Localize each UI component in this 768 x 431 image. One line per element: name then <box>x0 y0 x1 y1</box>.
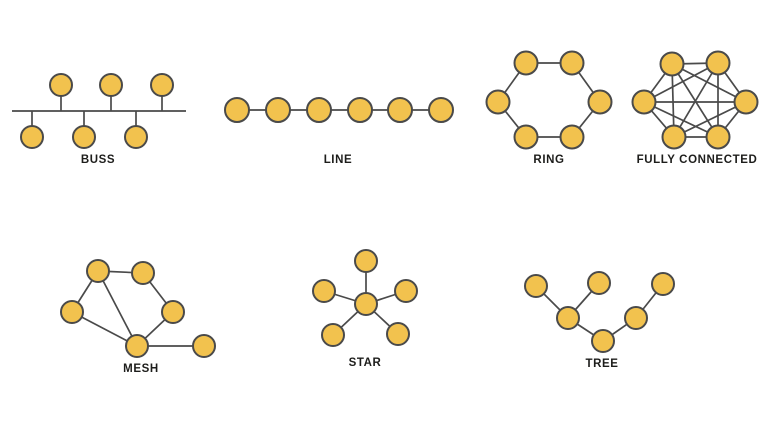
topology-label: LINE <box>324 154 353 166</box>
network-node <box>659 51 685 77</box>
network-node <box>60 300 84 324</box>
network-node <box>161 300 185 324</box>
network-node <box>386 322 410 346</box>
edge-line <box>71 311 138 347</box>
network-node <box>354 249 378 273</box>
topology-label: STAR <box>349 357 382 369</box>
network-node <box>49 73 73 97</box>
network-node <box>72 125 96 149</box>
network-node <box>394 279 418 303</box>
network-node <box>556 306 580 330</box>
topology-label: FULLY CONNECTED <box>637 154 758 166</box>
network-node <box>20 125 44 149</box>
network-node <box>587 271 611 295</box>
network-node <box>428 97 454 123</box>
network-node <box>321 323 345 347</box>
topology-label: TREE <box>585 358 618 370</box>
network-node <box>124 125 148 149</box>
topology-buss: BUSS <box>12 73 186 166</box>
network-node <box>192 334 216 358</box>
network-node <box>312 279 336 303</box>
network-node <box>591 329 615 353</box>
edge-line <box>643 62 719 103</box>
topology-star: STAR <box>312 249 418 369</box>
network-node <box>347 97 373 123</box>
network-node <box>387 97 413 123</box>
topology-mesh: MESH <box>60 259 216 375</box>
topology-fully-connected: FULLY CONNECTED <box>631 50 759 166</box>
topology-label: BUSS <box>81 154 115 166</box>
network-node <box>150 73 174 97</box>
network-node <box>354 292 378 316</box>
network-node <box>524 274 548 298</box>
topology-line: LINE <box>224 97 454 166</box>
network-node <box>224 97 250 123</box>
network-node <box>631 89 657 115</box>
network-node <box>99 73 123 97</box>
network-node <box>125 334 149 358</box>
network-node <box>661 124 687 150</box>
network-node <box>265 97 291 123</box>
network-node <box>131 261 155 285</box>
network-node <box>559 50 585 76</box>
network-node <box>86 259 110 283</box>
network-node <box>651 272 675 296</box>
network-node <box>306 97 332 123</box>
edge-line <box>671 63 747 103</box>
network-node <box>513 124 539 150</box>
network-node <box>559 124 585 150</box>
topology-tree: TREE <box>524 271 675 370</box>
edge-line <box>673 62 719 138</box>
edge-line <box>97 270 138 347</box>
network-node <box>705 50 731 76</box>
topology-ring: RING <box>485 50 613 166</box>
topology-label: RING <box>533 154 564 166</box>
network-node <box>485 89 511 115</box>
network-node <box>733 89 759 115</box>
network-node <box>587 89 613 115</box>
network-node <box>624 306 648 330</box>
topology-label: MESH <box>123 363 159 375</box>
edge-line <box>643 101 719 138</box>
network-node <box>513 50 539 76</box>
network-node <box>705 124 731 150</box>
edge-line <box>673 101 747 138</box>
